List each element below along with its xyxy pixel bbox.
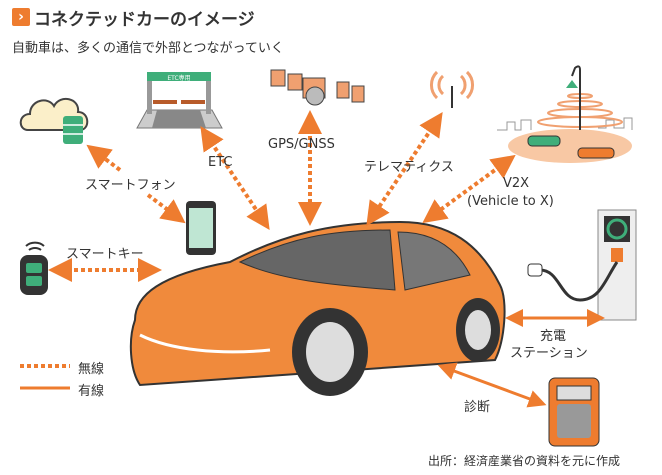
smartphone-icon bbox=[186, 201, 216, 255]
label-charging-station: ステーション bbox=[510, 346, 588, 361]
car-illustration bbox=[129, 220, 506, 396]
legend-wired-label: 有線 bbox=[78, 384, 105, 399]
arrow-etc bbox=[200, 126, 270, 230]
arrow-telematics bbox=[366, 112, 443, 226]
label-smartphone: スマートフォン bbox=[85, 178, 176, 193]
label-v2x-full: (Vehicle to X) bbox=[467, 194, 554, 209]
label-v2x: V2X bbox=[503, 176, 530, 191]
diagnostic-tool-icon bbox=[548, 377, 600, 447]
label-etc: ETC bbox=[208, 155, 233, 170]
label-smart-key: スマートキー bbox=[66, 247, 144, 262]
v2x-city-icon bbox=[497, 65, 633, 163]
label-charging: 充電 bbox=[540, 329, 567, 344]
page-title: コネクテッドカーのイメージ bbox=[34, 10, 255, 30]
etc-gate-icon: ETC専用 bbox=[136, 72, 223, 129]
label-telematics: テレマティクス bbox=[364, 160, 454, 175]
smart-key-icon bbox=[20, 241, 48, 295]
arrow-diagnosis bbox=[437, 362, 547, 408]
page-subtitle: 自動車は、多くの通信で外部とつながっていく bbox=[12, 41, 284, 56]
cloud-database-icon bbox=[19, 97, 89, 144]
label-diagnosis: 診断 bbox=[464, 400, 491, 415]
etc-gate-sign: ETC専用 bbox=[167, 74, 190, 82]
arrow-v2x bbox=[422, 154, 516, 224]
satellite-icon bbox=[270, 69, 365, 106]
arrow-cloud bbox=[86, 144, 122, 172]
source-note: 出所：経済産業省の資料を元に作成 bbox=[428, 454, 621, 468]
chevron-right-icon: › bbox=[12, 8, 30, 26]
arrow-smartphone bbox=[146, 193, 186, 224]
label-gps: GPS/GNSS bbox=[268, 137, 335, 152]
charging-station-icon bbox=[527, 209, 637, 321]
antenna-icon bbox=[430, 70, 474, 108]
legend-wireless-label: 無線 bbox=[78, 362, 105, 377]
